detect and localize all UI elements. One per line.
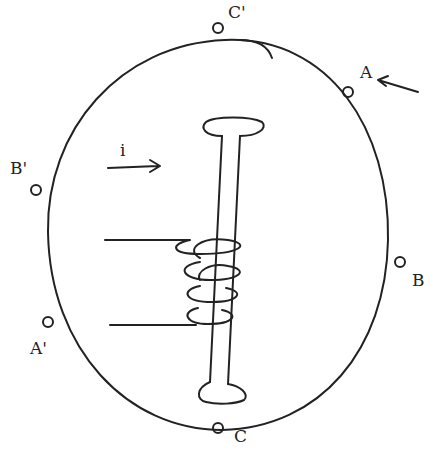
current-arrow — [108, 160, 160, 172]
electrode-label: C — [234, 428, 247, 445]
core-top-end — [204, 118, 264, 137]
electrode-label: A — [360, 64, 372, 81]
top-arc — [240, 40, 272, 58]
head-outline — [48, 40, 388, 430]
electrode-label: B — [412, 272, 425, 289]
electrode-label: C' — [228, 4, 246, 21]
electrode-mark — [343, 87, 353, 97]
electrode-mark — [395, 257, 405, 267]
electrode-label: A' — [30, 340, 47, 357]
electrode-mark — [43, 317, 53, 327]
coil-winding — [105, 239, 240, 325]
current-label: i — [120, 142, 125, 159]
core-bar — [210, 136, 240, 384]
electrode-mark — [213, 23, 223, 33]
electrode-mark — [213, 423, 223, 433]
electrode-label: B' — [10, 160, 27, 177]
pointer-arrow — [378, 76, 418, 92]
core-bottom-end — [199, 382, 246, 404]
electrode-mark — [31, 185, 41, 195]
